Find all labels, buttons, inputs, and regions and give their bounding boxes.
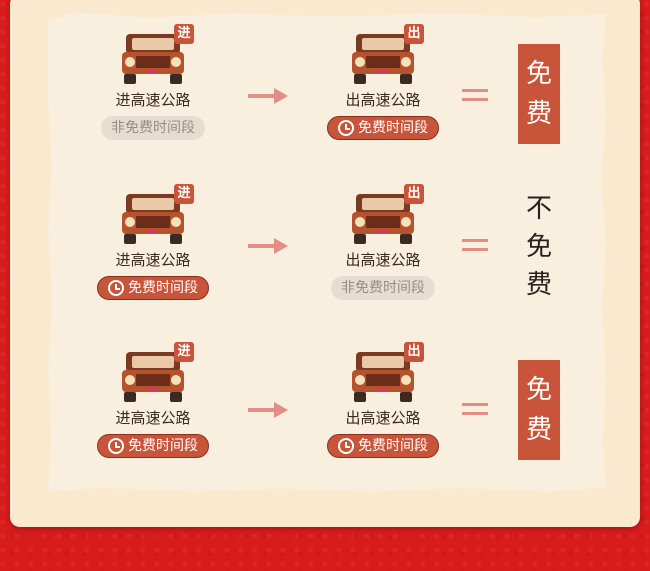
exit-block: 出 出高速公路 非免费时间段 (308, 184, 458, 300)
entry-period-badge: 非免费时间段 (101, 116, 205, 140)
rule-row-3: 进 进高速公路 免费时间段 出 出高速公路 (0, 342, 650, 498)
jeep-front-icon: 出 (348, 24, 424, 86)
jeep-front-icon: 出 (348, 342, 424, 404)
paper-panel (48, 12, 606, 492)
equals-icon (462, 238, 488, 252)
entry-period-badge: 免费时间段 (97, 434, 209, 458)
rule-row-1: 进 进高速公路 非免费时间段 出 出高速公路 (0, 24, 650, 180)
exit-label: 出高速公路 (345, 251, 421, 269)
jeep-front-icon: 进 (118, 184, 194, 246)
entry-block: 进 进高速公路 免费时间段 (78, 184, 228, 300)
right-arrow-icon (248, 402, 288, 418)
result-char: 不 (525, 194, 552, 224)
right-arrow-icon (248, 88, 288, 104)
entry-label: 进高速公路 (115, 251, 191, 269)
period-text: 非免费时间段 (341, 280, 425, 296)
exit-tag: 出 (404, 342, 424, 362)
jeep-front-icon: 进 (118, 24, 194, 86)
entry-tag: 进 (174, 24, 194, 44)
period-text: 免费时间段 (358, 120, 428, 136)
exit-period-badge: 免费时间段 (327, 434, 439, 458)
rule-row-2: 进 进高速公路 免费时间段 出 出高速公路 (0, 184, 650, 340)
result-not-free: 不 免 费 (518, 190, 560, 300)
period-text: 免费时间段 (358, 438, 428, 454)
entry-block: 进 进高速公路 非免费时间段 (78, 24, 228, 140)
result-char: 免 (525, 232, 552, 262)
exit-period-badge: 非免费时间段 (331, 276, 435, 300)
car-graphic (122, 352, 184, 402)
result-char: 免 (525, 375, 552, 405)
equals-icon (462, 88, 488, 102)
car-graphic (352, 352, 414, 402)
result-char: 费 (525, 99, 552, 129)
jeep-front-icon: 出 (348, 184, 424, 246)
result-char: 费 (525, 415, 552, 445)
result-free: 免 费 (518, 44, 560, 144)
result-free: 免 费 (518, 360, 560, 460)
period-text: 免费时间段 (128, 438, 198, 454)
entry-label: 进高速公路 (115, 91, 191, 109)
jeep-front-icon: 进 (118, 342, 194, 404)
car-graphic (122, 194, 184, 244)
exit-block: 出 出高速公路 免费时间段 (308, 24, 458, 140)
exit-block: 出 出高速公路 免费时间段 (308, 342, 458, 458)
entry-block: 进 进高速公路 免费时间段 (78, 342, 228, 458)
clock-icon (108, 280, 124, 296)
car-graphic (122, 34, 184, 84)
exit-label: 出高速公路 (345, 91, 421, 109)
entry-period-badge: 免费时间段 (97, 276, 209, 300)
period-text: 免费时间段 (128, 280, 198, 296)
period-text: 非免费时间段 (111, 120, 195, 136)
right-arrow-icon (248, 238, 288, 254)
entry-tag: 进 (174, 184, 194, 204)
car-graphic (352, 34, 414, 84)
result-char: 免 (525, 59, 552, 89)
exit-tag: 出 (404, 24, 424, 44)
clock-icon (338, 438, 354, 454)
entry-tag: 进 (174, 342, 194, 362)
result-char: 费 (525, 270, 552, 300)
clock-icon (108, 438, 124, 454)
entry-label: 进高速公路 (115, 409, 191, 427)
equals-icon (462, 402, 488, 416)
clock-icon (338, 120, 354, 136)
exit-period-badge: 免费时间段 (327, 116, 439, 140)
exit-label: 出高速公路 (345, 409, 421, 427)
car-graphic (352, 194, 414, 244)
exit-tag: 出 (404, 184, 424, 204)
